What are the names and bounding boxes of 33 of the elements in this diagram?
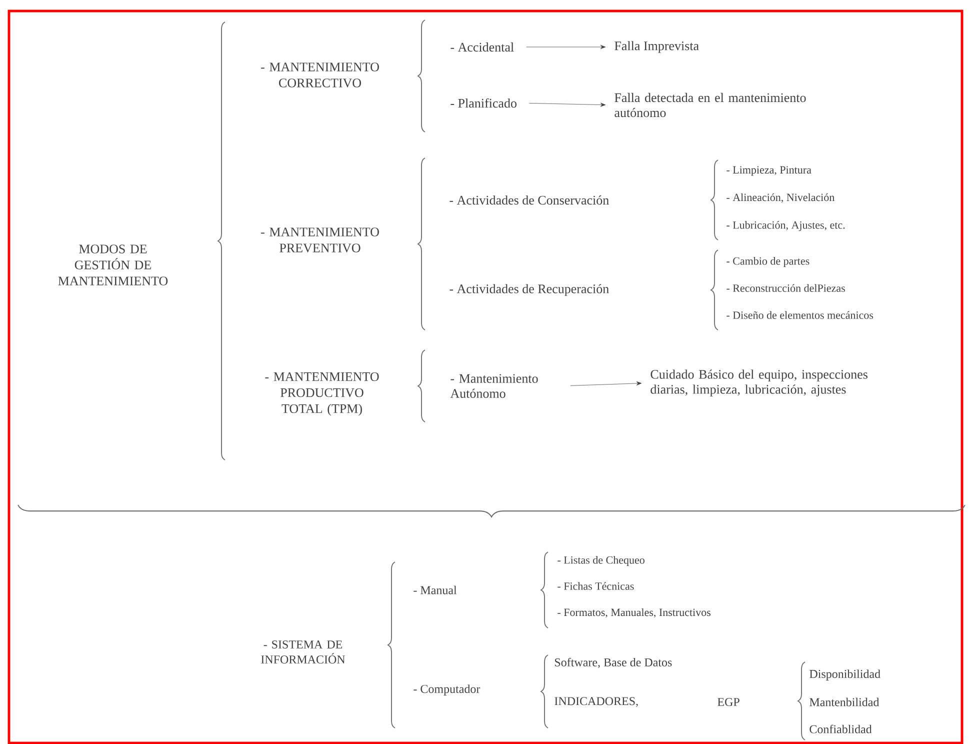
list-text: - Cambio de partes	[726, 257, 810, 267]
list-text: - Limpieza, Pintura	[726, 166, 812, 176]
list-text: Disponibilidad	[810, 670, 880, 680]
list-text: - Actividades de Recuperación	[450, 284, 609, 296]
list-text: - Alineación, Nivelación	[726, 193, 834, 203]
item-text: Falla Imprevista	[614, 41, 699, 53]
list-text: - SISTEMA DE INFORMACIÓN	[261, 640, 346, 664]
item-text: - Planificado	[450, 98, 516, 108]
list-text: - MANTENIMIENTO CORRECTIVO	[261, 62, 379, 88]
item-text: Cuidado Básico del equipo, inspecciones diarias, limpieza, lubricación, ajustes	[650, 370, 868, 396]
item-text: - Accidental	[450, 42, 514, 52]
list-text: Software, Base de Datos	[555, 658, 672, 668]
list-text: - Diseño de elementos mecánicos	[726, 311, 874, 319]
list-text: - Formatos, Manuales, Instructivos	[558, 608, 710, 618]
list-text: - Fichas Técnicas	[558, 582, 634, 590]
arrow	[529, 102, 606, 107]
list-text: - Reconstrucción delPiezas	[726, 284, 845, 292]
list-text: - Manual	[414, 586, 457, 594]
list-text: - Computador	[414, 684, 480, 696]
list-text: - Actividades de Conservación	[450, 195, 609, 205]
item-text: Falla detectada en el mantenimiento autónomo	[614, 92, 806, 118]
list-text: EGP	[718, 698, 740, 706]
list-text: - Lubricación, Ajustes, etc.	[726, 221, 845, 231]
list-text: - Listas de Chequeo	[558, 556, 644, 566]
list-text: Confiablidad	[810, 724, 872, 734]
arrow	[570, 381, 642, 386]
list-text: - MANTENIMIENTO PREVENTIVO	[261, 228, 379, 252]
arrow	[526, 45, 606, 49]
list-text: INDICADORES,	[554, 697, 638, 707]
list-text: MODOS DE GESTIÓN DE MANTENIMIENTO	[58, 244, 168, 286]
list-text: - MANTENMIENTO PRODUCTIVO TOTAL (TPM)	[265, 372, 379, 416]
item-text: - Mantenimiento Autónomo	[450, 374, 538, 398]
list-text: Mantenbilidad	[810, 698, 880, 706]
